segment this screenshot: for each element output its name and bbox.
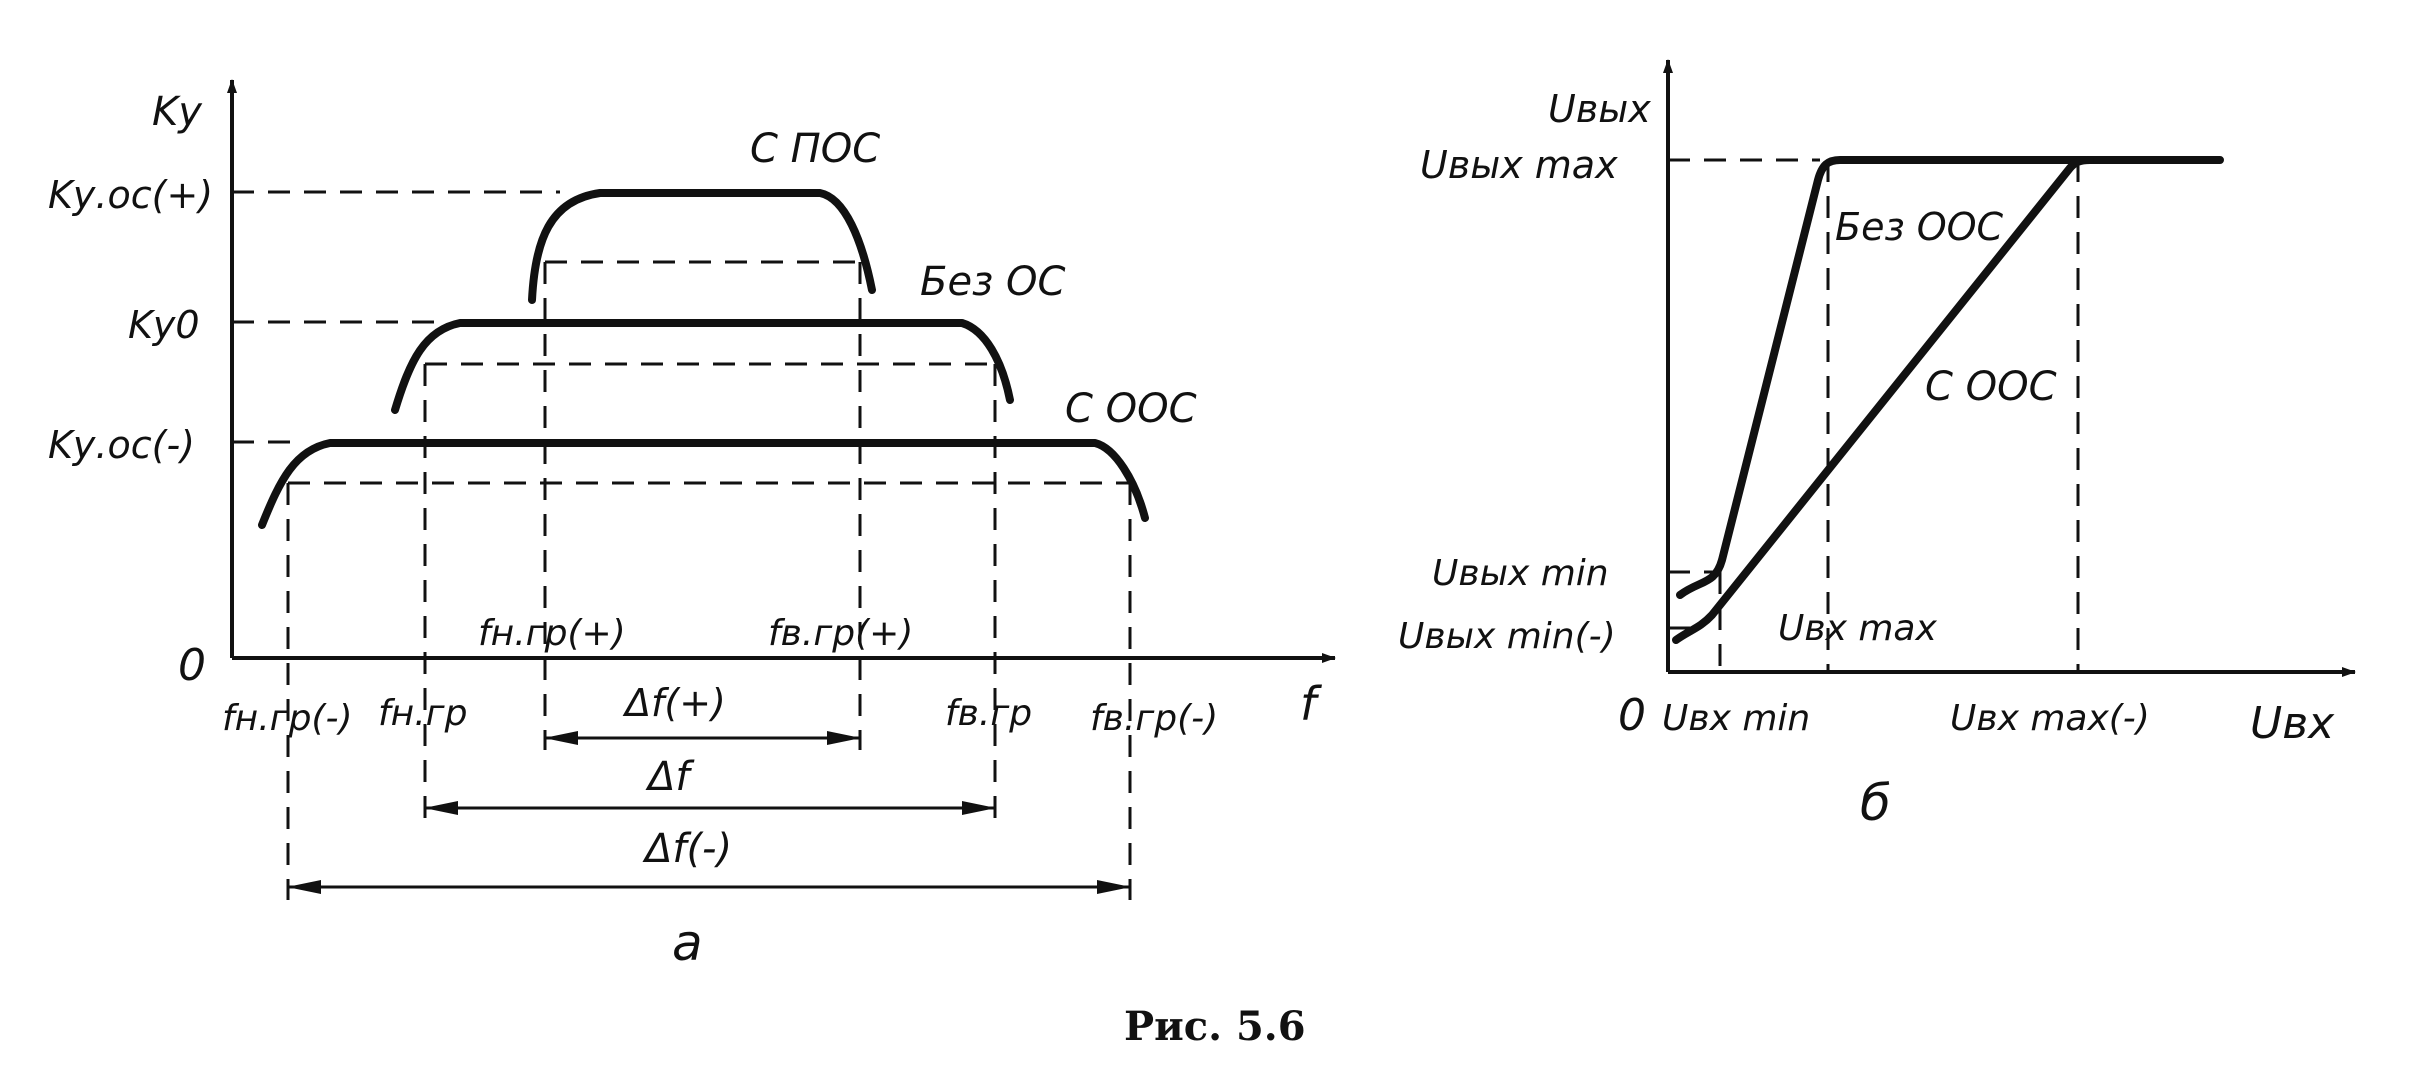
panel-b-x-axis-label: Uвх xyxy=(2250,698,2335,749)
panel-b-label: б xyxy=(1860,774,1891,832)
curve-neg-label: С ООС xyxy=(1065,386,1197,432)
panel-a-label: а xyxy=(672,914,703,972)
curve-without-neg-feedback xyxy=(1676,156,2224,599)
df-pos-label: Δf(+) xyxy=(622,681,726,725)
level-0-label: Kу0 xyxy=(128,303,200,347)
panel-a-x-axis-label: f xyxy=(1300,677,1322,731)
panel-a-y-axis-label: Kу xyxy=(152,89,203,135)
curve-with-neg-feedback xyxy=(1672,156,2094,644)
curve-no-fb-label: Без ООС xyxy=(1835,205,2004,249)
uin-min-label: Uвх min xyxy=(1662,698,1810,739)
uout-min-label: Uвых min xyxy=(1432,553,1609,594)
curve-0-label: Без ОС xyxy=(920,259,1066,305)
curve-without-feedback xyxy=(391,319,1014,414)
f-low-0-label: fн.гр xyxy=(378,693,467,734)
uout-min-neg-label: Uвых min(-) xyxy=(1398,616,1616,657)
panel-b-y-axis-label: Uвых xyxy=(1548,87,1651,131)
panel-a: Kу f 0 Kу.ос(+) Kу0 Kу.ос(-) С ПОС Без О… xyxy=(48,79,1336,972)
df-neg-label: Δf(-) xyxy=(642,826,732,872)
level-pos-label: Kу.ос(+) xyxy=(48,173,213,217)
uout-max-label: Uвых max xyxy=(1420,143,1618,187)
panel-a-origin: 0 xyxy=(178,640,206,691)
curve-neg-fb-label: С ООС xyxy=(1925,364,2057,410)
uin-max-neg-label: Uвх max(-) xyxy=(1950,698,2150,739)
df-0-label: Δf xyxy=(645,754,695,800)
curve-pos-label: С ПОС xyxy=(750,126,880,172)
f-low-neg-label: fн.гр(-) xyxy=(222,698,353,739)
uin-max-label: Uвх max xyxy=(1778,608,1937,649)
f-high-0-label: fв.гр xyxy=(945,693,1032,734)
curve-with-negative-feedback xyxy=(258,439,1149,529)
f-low-pos-label: fн.гр(+) xyxy=(478,613,626,654)
level-neg-label: Kу.ос(-) xyxy=(48,423,195,467)
panel-b-origin: 0 xyxy=(1618,690,1646,741)
figure-caption: Рис. 5.6 xyxy=(1124,1003,1306,1050)
panel-b: Uвых Uвых max Uвых min Uвых min(-) 0 Uвх… xyxy=(1398,59,2356,832)
curve-with-positive-feedback xyxy=(528,189,876,304)
f-high-pos-label: fв.гр(+) xyxy=(768,613,913,654)
f-high-neg-label: fв.гр(-) xyxy=(1090,698,1218,739)
